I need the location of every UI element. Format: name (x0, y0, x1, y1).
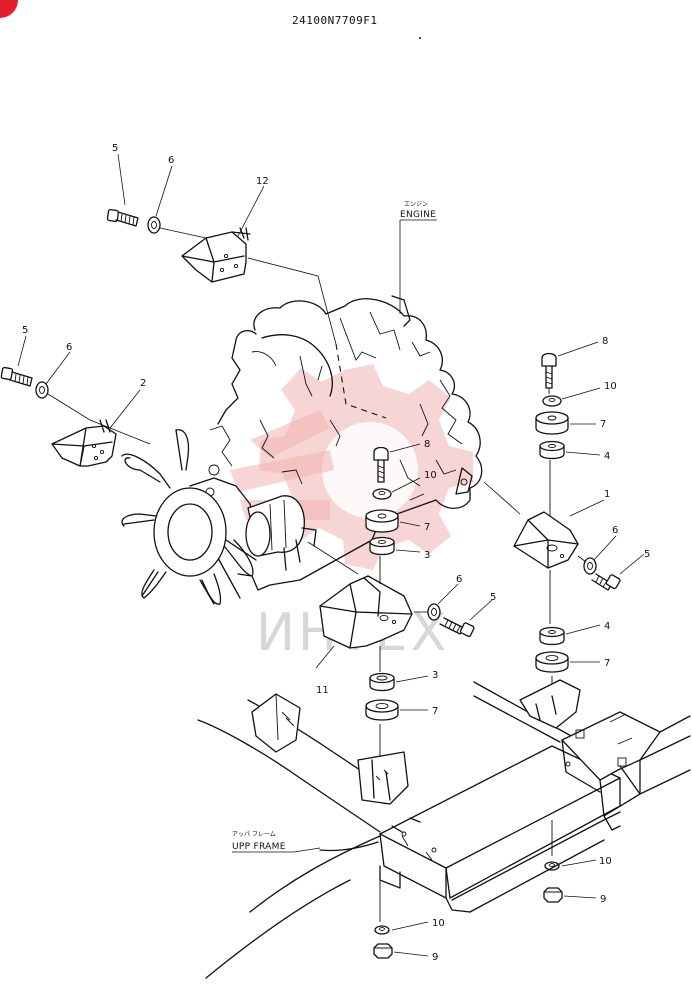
callout-4a: 4 (604, 451, 610, 462)
callout-10c: 10 (599, 856, 612, 867)
washer-10-center-lower (374, 925, 390, 935)
spacer-4-right-lower (539, 626, 565, 646)
spacer-3-center-lower (369, 672, 395, 692)
callout-6a: 6 (168, 155, 174, 166)
washer-6-right (583, 557, 597, 575)
callout-9a: 9 (600, 894, 606, 905)
engine (205, 295, 483, 591)
engine-label-jp: エンジン (404, 201, 428, 208)
callout-5a: 5 (112, 143, 118, 154)
bracket-12 (181, 227, 251, 283)
spacer-3-center (369, 536, 395, 556)
bracket-11 (319, 575, 413, 649)
bolt-8-center (373, 446, 389, 483)
corner-mark (0, 0, 18, 18)
cushion-7-center-lower (365, 699, 399, 721)
washer-6-left (35, 381, 49, 399)
upper-frame (197, 679, 691, 979)
fan (121, 429, 257, 605)
callout-6b: 6 (66, 342, 72, 353)
callout-4b: 4 (604, 621, 610, 632)
washer-10-right-lower (544, 861, 560, 871)
washer-10-center (372, 488, 392, 500)
drawing-number: 24100N7709F1 (292, 14, 377, 27)
callout-5c: 5 (644, 549, 650, 560)
callout-5b: 5 (22, 325, 28, 336)
speck (419, 37, 421, 39)
callout-7d: 7 (604, 658, 610, 669)
callout-6c: 6 (612, 525, 618, 536)
bolt-5-right (591, 573, 621, 591)
nut-9-center (373, 943, 393, 959)
callout-5d: 5 (490, 592, 496, 603)
callout-7c: 7 (432, 706, 438, 717)
callout-8a: 8 (602, 336, 608, 347)
callout-9b: 9 (432, 952, 438, 963)
cushion-7-center (365, 509, 399, 533)
watermark-gear (230, 364, 473, 570)
callout-7a: 7 (600, 419, 606, 430)
callout-12: 12 (256, 176, 269, 187)
cushion-7-right-lower (535, 651, 569, 673)
callout-10b: 10 (424, 470, 437, 481)
bolt-5-left (0, 366, 33, 387)
callout-3b: 3 (432, 670, 438, 681)
callout-2: 2 (140, 378, 146, 389)
bolt-8-right (541, 352, 557, 389)
callout-10d: 10 (432, 918, 445, 929)
washer-10-right (542, 395, 562, 407)
air-cleaner (245, 495, 317, 571)
engine-label: ENGINE (400, 210, 436, 220)
bracket-2 (51, 419, 117, 467)
cushion-7-right (535, 411, 569, 435)
nut-9-right (543, 887, 563, 903)
bolt-5-top (106, 208, 139, 227)
spacer-4-right (539, 440, 565, 460)
callout-10a: 10 (604, 381, 617, 392)
callout-11: 11 (316, 685, 329, 696)
bracket-1 (513, 511, 579, 569)
callout-8b: 8 (424, 439, 430, 450)
callout-7b: 7 (424, 522, 430, 533)
bolt-5-center (439, 617, 475, 637)
frame-label-jp: アッパ フレーム (232, 831, 276, 838)
washer-6-center (427, 603, 441, 621)
callout-6d: 6 (456, 574, 462, 585)
callout-1: 1 (604, 489, 610, 500)
frame-label: UPP FRAME (232, 842, 286, 852)
callout-3a: 3 (424, 550, 430, 561)
washer-6-top (147, 216, 161, 234)
